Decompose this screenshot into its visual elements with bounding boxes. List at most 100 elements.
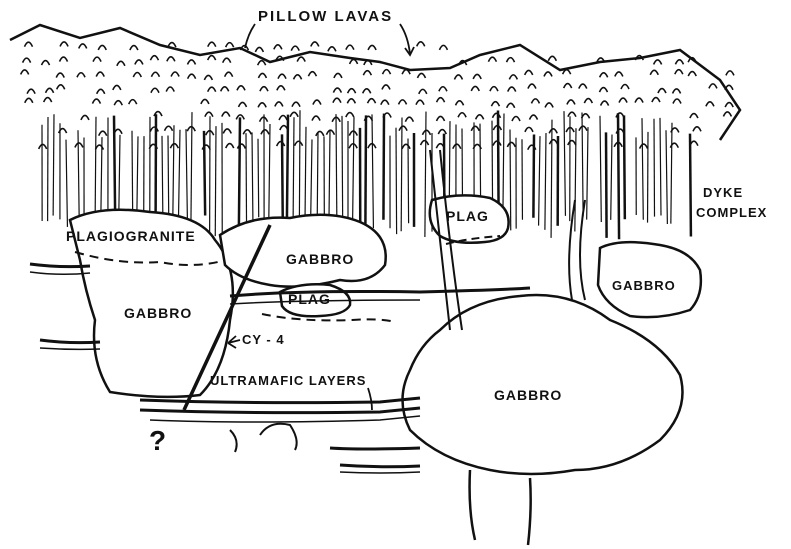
pillow-arc: [42, 61, 50, 66]
pillow-arc: [471, 126, 479, 131]
pillow-arc: [621, 85, 629, 90]
pillow-arc: [98, 45, 106, 50]
pillow-arc: [473, 74, 481, 79]
ultramafic-layers-label: ULTRAMAFIC LAYERS: [210, 373, 366, 388]
pillow-arc: [312, 116, 320, 121]
pillow-arc: [243, 130, 251, 135]
pillow-arc: [97, 89, 105, 94]
pillow-arc: [439, 45, 447, 50]
dyke-line: [671, 123, 672, 224]
dyke-line: [179, 130, 180, 217]
pillow-arc: [295, 141, 303, 146]
pillow-lava-field: [21, 42, 734, 150]
pillow-arc: [363, 89, 371, 94]
dyke-line: [53, 114, 54, 215]
pillow-arc: [507, 142, 515, 147]
pillow-arc: [488, 57, 496, 62]
pillow-arc: [99, 131, 107, 136]
dyke-complex-label-line2: COMPLEX: [696, 205, 767, 220]
dyke-line: [246, 133, 247, 234]
pillow-arc: [290, 112, 298, 117]
pillow-arc: [274, 45, 282, 50]
pillow-arc: [223, 58, 231, 63]
pillow-arc: [456, 101, 464, 106]
pillow-arc: [726, 71, 734, 76]
pillow-arc: [564, 84, 572, 89]
dyke-line: [336, 114, 337, 225]
pillow-arc: [619, 98, 627, 103]
pillow-arc: [316, 131, 324, 136]
dyke-complex-label-line1: DYKE: [703, 185, 743, 200]
pillow-arc: [170, 144, 178, 149]
pillow-arc: [208, 56, 216, 61]
pillow-arc: [437, 116, 445, 121]
pillow-arc: [56, 73, 64, 78]
pillow-arc: [308, 72, 316, 77]
dyke-line: [642, 118, 643, 220]
pillow-arc: [261, 130, 269, 135]
pillow-arc: [291, 46, 299, 51]
pillow-arc: [44, 98, 52, 103]
pillow-arc: [167, 57, 175, 62]
question-mark-label: ?: [149, 425, 167, 457]
pillow-arc: [476, 115, 484, 120]
pillow-arc: [151, 88, 159, 93]
pillow-arc: [615, 72, 623, 77]
pillow-arc: [693, 127, 701, 132]
pillow-arc: [201, 99, 209, 104]
dyke-line: [551, 120, 552, 238]
pillow-arc: [419, 89, 427, 94]
pillow-arc: [368, 45, 376, 50]
pillow-arc: [279, 115, 287, 120]
dyke-line: [269, 124, 270, 224]
pillow-arc: [525, 70, 533, 75]
cy4-label: CY - 4: [242, 332, 285, 347]
dyke-line: [510, 130, 511, 231]
dyke-line: [95, 117, 96, 224]
pillow-arc: [545, 103, 553, 108]
dyke-line: [317, 133, 318, 219]
pillow-arc: [27, 89, 35, 94]
pillow-arc: [654, 60, 662, 65]
pillow-arc: [226, 144, 234, 149]
dyke-line: [606, 132, 607, 237]
gabbro-left-label: GABBRO: [124, 305, 192, 321]
dyke-line: [372, 114, 373, 228]
pillow-arc: [492, 113, 500, 118]
pillow-arc: [640, 144, 648, 149]
dyke-line: [660, 118, 661, 216]
pillow-arc: [113, 85, 121, 90]
pillow-arc: [579, 126, 587, 131]
pillow-arc: [333, 88, 341, 93]
pillow-arc: [490, 87, 498, 92]
pillow-arc: [579, 84, 587, 89]
dyke-line: [401, 117, 402, 231]
pillow-arc: [297, 57, 305, 62]
pillow-arc: [205, 112, 213, 117]
pillow-lava-outline: [10, 25, 740, 140]
pillow-arc: [39, 144, 47, 149]
pillow-arc: [673, 89, 681, 94]
dyke-line: [545, 133, 546, 230]
gabbro-big-body: [403, 295, 683, 474]
pillow-arc: [60, 42, 68, 47]
pillow-arc: [226, 43, 234, 48]
dyke-line: [191, 112, 192, 220]
dyke-line: [600, 116, 601, 222]
pillow-arc: [204, 75, 212, 80]
dyke-line: [587, 127, 588, 220]
dyke-line: [666, 130, 667, 224]
pillow-arc: [150, 56, 158, 61]
pillow-arc: [328, 47, 336, 52]
pillow-arc: [92, 99, 100, 104]
pillow-arc: [382, 85, 390, 90]
lower-basin-outline: [230, 424, 297, 452]
pillow-arc: [416, 100, 424, 105]
pillow-arc: [568, 141, 576, 146]
pillow-arc: [313, 100, 321, 105]
pillow-arc: [405, 117, 413, 122]
dyke-line: [624, 115, 625, 219]
pillow-arc: [168, 43, 176, 48]
pillow-arc: [725, 103, 733, 108]
dyke-line: [408, 138, 409, 223]
